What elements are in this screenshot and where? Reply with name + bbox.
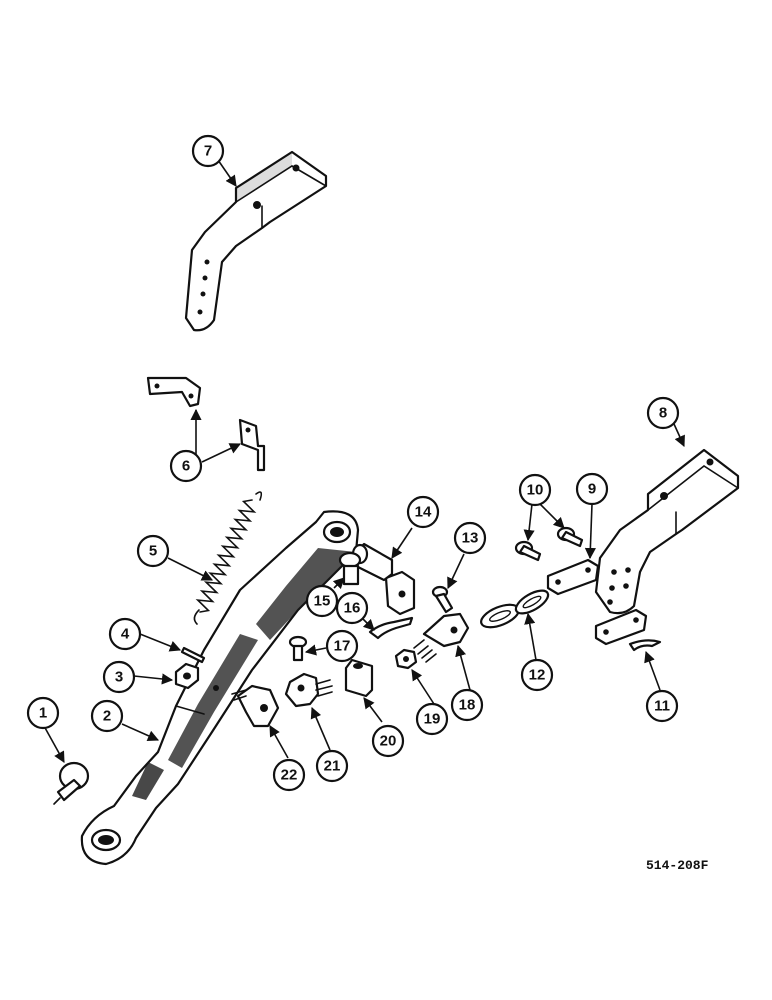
- svg-text:9: 9: [588, 481, 596, 498]
- svg-text:18: 18: [459, 697, 476, 714]
- callout-1: 1: [26, 696, 60, 730]
- callout-19: 19: [415, 702, 449, 736]
- pin-part-13: [431, 585, 454, 614]
- svg-text:8: 8: [659, 405, 667, 422]
- clips-part-6: [146, 376, 266, 472]
- callout-15: 15: [305, 584, 339, 618]
- callout-17: 17: [325, 629, 359, 663]
- r-clip-part-11: [628, 639, 662, 652]
- clevis-part-22: [231, 684, 280, 728]
- ring-pin-part-1: [53, 761, 90, 805]
- callout-16: 16: [335, 591, 369, 625]
- bolts-part-10: [514, 526, 584, 562]
- spring-part-5: [193, 491, 263, 625]
- clip-part-16: [368, 616, 414, 640]
- callout-13: 13: [453, 521, 487, 555]
- nut-part-3: [174, 662, 200, 690]
- svg-text:16: 16: [344, 600, 361, 617]
- sleeve-part-20: [344, 658, 374, 698]
- callout-8: 8: [646, 396, 680, 430]
- bracket-part-8: [594, 448, 740, 615]
- callout-18: 18: [450, 688, 484, 722]
- reference-code: 514-208F: [646, 858, 709, 873]
- svg-text:1: 1: [39, 705, 47, 722]
- callout-22: 22: [272, 758, 306, 792]
- callout-10: 10: [518, 473, 552, 507]
- callout-7: 7: [191, 134, 225, 168]
- callout-4: 4: [108, 617, 142, 651]
- svg-text:22: 22: [281, 767, 298, 784]
- cotter-pin-part-4: [180, 646, 206, 664]
- svg-text:21: 21: [324, 758, 341, 775]
- callout-21: 21: [315, 749, 349, 783]
- link-plates-part-9: [546, 558, 648, 646]
- callout-5: 5: [136, 534, 170, 568]
- clevis-part-21: [284, 672, 333, 708]
- svg-text:19: 19: [424, 711, 441, 728]
- lower-link-part-2: [80, 510, 360, 866]
- svg-text:20: 20: [380, 733, 397, 750]
- svg-text:11: 11: [654, 698, 670, 715]
- svg-text:7: 7: [204, 143, 212, 160]
- svg-text:15: 15: [314, 593, 331, 610]
- callout-14: 14: [406, 495, 440, 529]
- svg-text:4: 4: [121, 626, 130, 643]
- clevis-part-18: [413, 612, 470, 663]
- svg-text:17: 17: [334, 638, 351, 655]
- svg-text:6: 6: [182, 458, 190, 475]
- svg-text:2: 2: [103, 708, 111, 725]
- pin-part-17: [288, 635, 308, 662]
- callout-3: 3: [102, 660, 136, 694]
- leader-lines: [43, 159, 685, 763]
- callout-9: 9: [575, 472, 609, 506]
- nut-part-19: [394, 648, 418, 670]
- svg-text:10: 10: [527, 482, 544, 499]
- svg-text:5: 5: [149, 543, 157, 560]
- svg-text:14: 14: [415, 504, 432, 521]
- svg-text:12: 12: [529, 667, 546, 684]
- callout-11: 11: [645, 689, 679, 723]
- callout-20: 20: [371, 724, 405, 758]
- bracket-part-7: [184, 150, 328, 332]
- svg-text:13: 13: [462, 530, 479, 547]
- callout-12: 12: [520, 658, 554, 692]
- svg-text:3: 3: [115, 669, 123, 686]
- chain-part-12: [480, 589, 550, 629]
- callout-6: 6: [169, 449, 203, 483]
- callout-2: 2: [90, 699, 124, 733]
